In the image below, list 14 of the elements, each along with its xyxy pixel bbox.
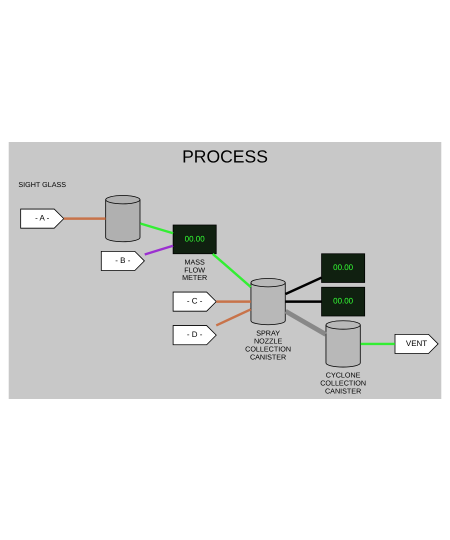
connector — [286, 300, 322, 302]
connector — [212, 252, 252, 288]
node-box: 00.00 — [172, 224, 217, 254]
connector — [360, 342, 395, 345]
node-box: 00.00 — [321, 252, 366, 282]
connector — [284, 308, 327, 336]
connector — [285, 276, 322, 295]
node-box: 00.00 — [321, 286, 366, 316]
diagram-title: PROCESS — [182, 146, 268, 166]
connector — [216, 308, 252, 326]
connector — [140, 222, 174, 234]
connector — [144, 244, 174, 256]
connector — [64, 216, 106, 220]
connector — [216, 300, 251, 302]
